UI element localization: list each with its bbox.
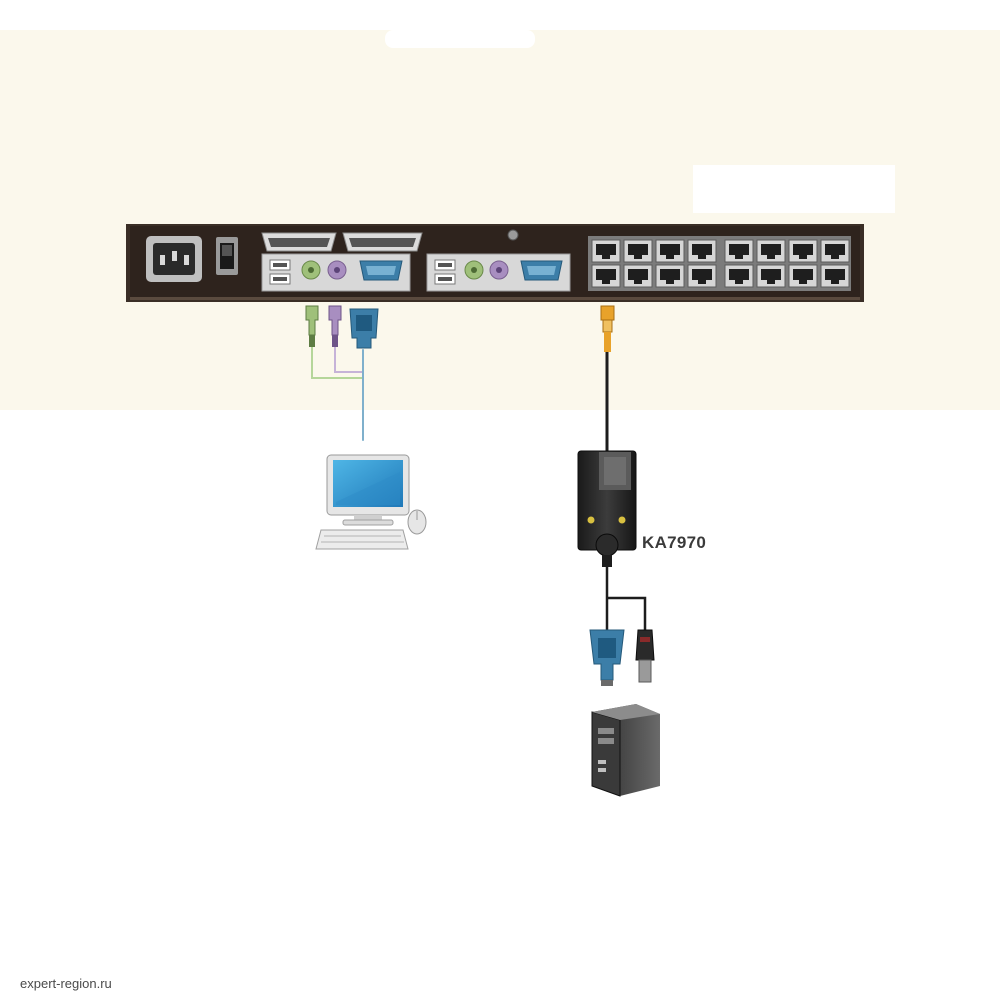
rj45-port-icon (724, 239, 754, 263)
rj45-port-icon (623, 239, 653, 263)
usb-port-icon (269, 259, 291, 285)
background-highlight (693, 165, 895, 213)
parallel-port-icon (342, 232, 423, 252)
rj45-port-icon (655, 239, 685, 263)
keyboard-icon (315, 529, 409, 550)
rj45-port-icon (788, 239, 818, 263)
ka7970-adapter-icon (577, 450, 637, 567)
vga-connector-icon (349, 308, 379, 349)
rj45-port-icon (756, 239, 786, 263)
rj45-port-icon (623, 264, 653, 288)
watermark: expert-region.ru (20, 976, 112, 991)
console-port-group-1 (261, 253, 411, 292)
rj45-port-icon (655, 264, 685, 288)
vga-port-icon (359, 260, 403, 281)
rj45-port-icon (687, 264, 717, 288)
rj45-plug-icon (600, 305, 615, 352)
rj45-port-icon (820, 239, 850, 263)
console-cables (311, 344, 364, 441)
pc-tower-icon (591, 704, 660, 797)
usb-plug-icon (635, 629, 655, 683)
adapter-cables (605, 567, 647, 630)
rj45-port-icon (724, 264, 754, 288)
rj45-port-icon (591, 239, 621, 263)
vga-connector-icon (589, 629, 625, 686)
power-inlet-icon (146, 236, 202, 282)
rj45-port-icon (820, 264, 850, 288)
background-highlight (385, 30, 535, 48)
kvm-switch-rear-panel (126, 224, 864, 302)
parallel-port-icon (261, 232, 337, 252)
rj45-port-icon (756, 264, 786, 288)
rj45-port-icon (591, 264, 621, 288)
rj45-port-bank (588, 236, 851, 291)
mouse-icon (407, 509, 427, 535)
ps2-plug-icon (328, 305, 342, 347)
usb-port-icon (434, 259, 456, 285)
rj45-port-icon (788, 264, 818, 288)
ground-screw-icon (507, 229, 519, 241)
vga-port-icon (520, 260, 563, 281)
rj45-port-icon (687, 239, 717, 263)
ps2-plug-icon (305, 305, 319, 347)
background-band (0, 30, 1000, 410)
monitor-icon (326, 454, 410, 526)
adapter-label: KA7970 (642, 533, 707, 552)
console-port-group-2 (426, 253, 571, 292)
power-switch-icon (216, 237, 238, 275)
console-workstation (315, 454, 427, 550)
